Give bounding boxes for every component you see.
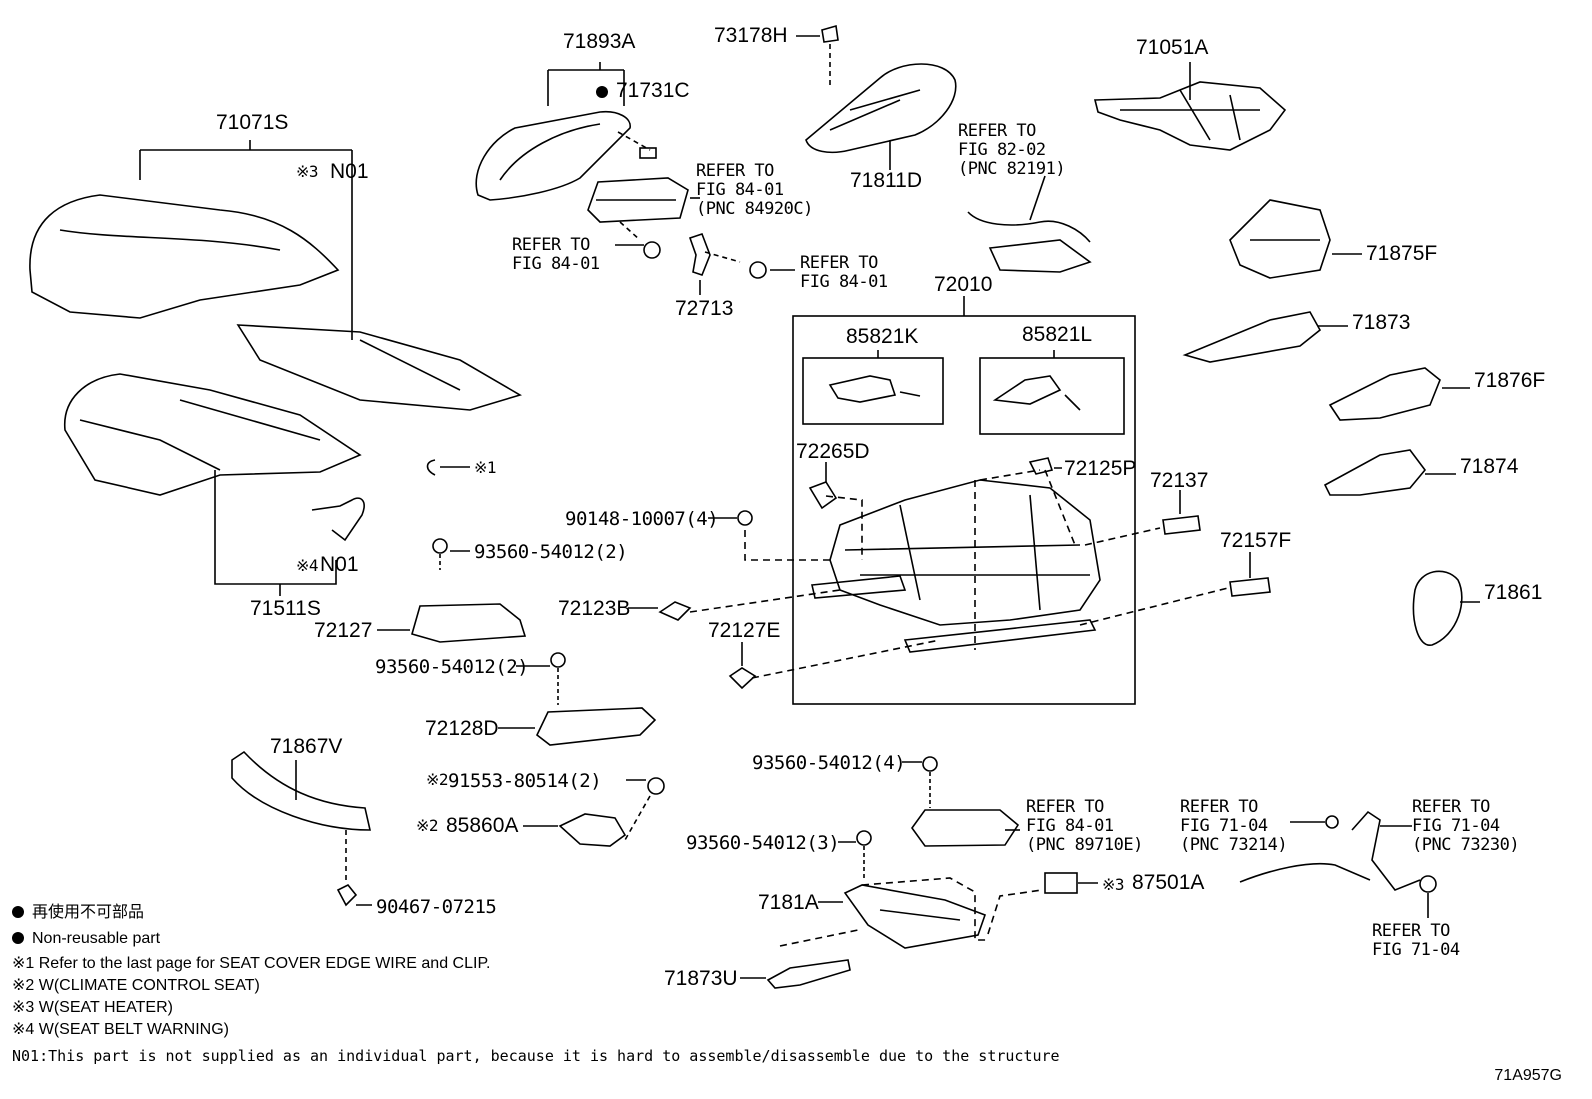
label-93560-54012-4: 93560-54012(4) (752, 752, 906, 774)
part-heater-pad (236, 324, 522, 411)
legend-n01-note: N01:This part is not supplied as an indi… (12, 1047, 1060, 1065)
refer-fig-84-01-left: REFER TO FIG 84-01 (512, 235, 600, 274)
leader-71893A (547, 62, 625, 106)
label-72125P: 72125P (1064, 457, 1137, 480)
part-recliner-cover (805, 63, 957, 154)
label-72123B: 72123B (558, 597, 631, 620)
label-72128D: 72128D (425, 717, 499, 740)
refer-fig-71-04-73230: REFER TO FIG 71-04 (PNC 73230) (1412, 797, 1520, 855)
part-seat-cushion (64, 373, 362, 496)
non-reusable-dot-icon (596, 82, 610, 101)
part-switch-module (587, 177, 689, 223)
label-90467-07215: 90467-07215 (376, 896, 497, 918)
leader-71071S (139, 140, 353, 340)
figure-code: 71A957G (1494, 1067, 1562, 1084)
part-seat-frame-upper (1093, 81, 1287, 151)
note-mark-2-top: ※2 (426, 770, 449, 789)
label-n01-top: N01 (330, 160, 369, 183)
label-72127E: 72127E (708, 619, 781, 642)
part-71876F (1328, 367, 1441, 421)
label-n01-bottom: N01 (320, 553, 359, 576)
part-71861 (1412, 570, 1463, 646)
label-71893A: 71893A (563, 30, 636, 53)
legend-note-2: ※2 W(CLIMATE CONTROL SEAT) (12, 977, 260, 994)
part-harness-82 (967, 211, 1092, 273)
label-71071S: 71071S (216, 111, 289, 134)
label-85860A: 85860A (446, 814, 519, 837)
legend-note-3: ※3 W(SEAT HEATER) (12, 999, 173, 1016)
note-mark-1: ※1 (474, 458, 497, 477)
part-side-shield (475, 110, 631, 201)
note-mark-4: ※4 (296, 556, 319, 575)
label-93560-54012-2-top: 93560-54012(2) (474, 541, 628, 563)
part-71874 (1323, 449, 1427, 496)
part-71867V (231, 750, 372, 831)
refer-fig-84-01-right: REFER TO FIG 84-01 (800, 253, 888, 292)
label-7181A: 7181A (758, 891, 819, 914)
label-72010: 72010 (934, 273, 993, 296)
label-85821K: 85821K (846, 325, 919, 348)
part-72128D (535, 707, 657, 746)
label-71876F: 71876F (1474, 369, 1546, 392)
label-93560-54012-2-mid: 93560-54012(2) (375, 656, 529, 678)
part-71873 (1182, 311, 1322, 363)
label-71873: 71873 (1352, 311, 1411, 334)
label-71051A: 71051A (1136, 36, 1209, 59)
part-72127 (411, 603, 527, 643)
label-72127: 72127 (314, 619, 373, 642)
label-87501A: 87501A (1132, 871, 1205, 894)
label-90148-10007: 90148-10007(4) (565, 508, 719, 530)
part-seat-rail (903, 619, 1097, 653)
label-71875F: 71875F (1366, 242, 1438, 265)
part-85860A (558, 813, 627, 847)
label-71511S: 71511S (250, 597, 321, 620)
label-72157F: 72157F (1220, 529, 1292, 552)
label-73178H: 73178H (714, 24, 788, 47)
label-72137: 72137 (1150, 469, 1209, 492)
part-seat-cover (29, 194, 340, 319)
label-71874: 71874 (1460, 455, 1519, 478)
refer-fig-82-02: REFER TO FIG 82-02 (PNC 82191) (958, 121, 1066, 179)
label-71873U: 71873U (664, 967, 738, 990)
legend-note-1: ※1 Refer to the last page for SEAT COVER… (12, 955, 491, 972)
part-71875F (1229, 199, 1331, 279)
part-seat-frame (829, 479, 1101, 626)
label-85821L: 85821L (1022, 323, 1093, 346)
label-71861: 71861 (1484, 581, 1543, 604)
label-72265D: 72265D (796, 440, 870, 463)
part-7181A (843, 884, 987, 949)
label-71731C: 71731C (616, 79, 690, 102)
leader-71511S (214, 470, 337, 596)
refer-fig-71-04-bottom: REFER TO FIG 71-04 (1372, 921, 1460, 960)
refer-fig-84-01-84920C: REFER TO FIG 84-01 (PNC 84920C) (696, 161, 813, 219)
note-mark-3-top: ※3 (296, 162, 319, 181)
legend-non-reusable-jp: 再使用不可部品 (12, 905, 144, 921)
part-ecu (911, 809, 1020, 847)
legend-note-4: ※4 W(SEAT BELT WARNING) (12, 1021, 229, 1038)
part-71873U (766, 959, 851, 989)
part-72713 (688, 232, 711, 276)
label-91553-80514: 91553-80514(2) (448, 770, 602, 792)
filled-dot-icon (12, 906, 24, 918)
refer-fig-84-01-89710E: REFER TO FIG 84-01 (PNC 89710E) (1026, 797, 1143, 855)
part-buckle (1351, 810, 1421, 891)
box-85821K (802, 357, 944, 425)
label-71811D: 71811D (850, 169, 923, 192)
label-93560-54012-3: 93560-54012(3) (686, 832, 840, 854)
note-mark-2-bottom: ※2 (416, 816, 439, 835)
filled-dot-icon (12, 932, 24, 944)
note-mark-3-bottom: ※3 (1102, 875, 1125, 894)
label-72713: 72713 (675, 297, 734, 320)
refer-fig-71-04-73214: REFER TO FIG 71-04 (PNC 73214) (1180, 797, 1288, 855)
part-belt-sensor (311, 497, 365, 542)
part-harness-73214 (1239, 862, 1371, 883)
label-71867V: 71867V (270, 735, 343, 758)
box-85821L (979, 357, 1125, 435)
legend-non-reusable-en: Non-reusable part (12, 931, 160, 947)
